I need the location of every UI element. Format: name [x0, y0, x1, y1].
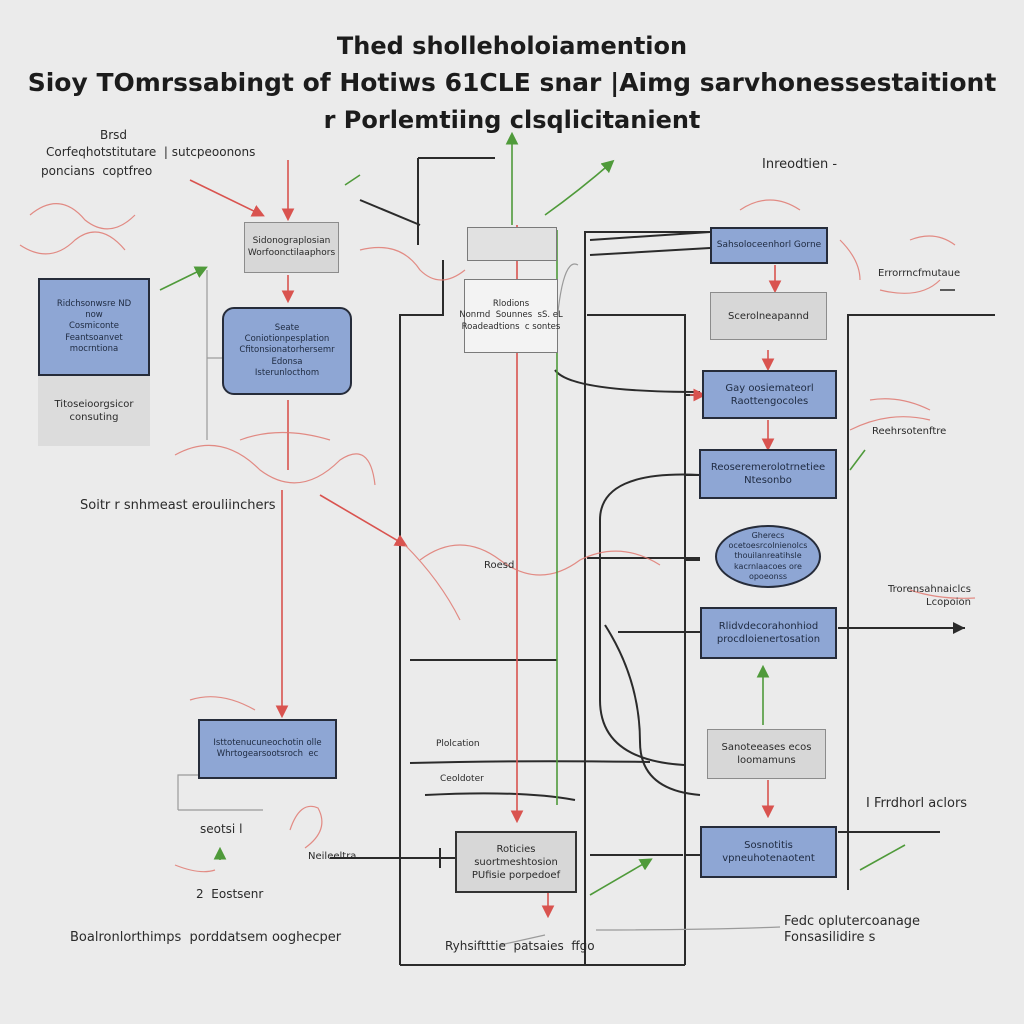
label-bottom-right: Fedc oplutercoanage Fonsasilidire s: [784, 914, 921, 946]
right-blue-top-box: Sahsoloceenhorl Gorne: [710, 227, 828, 264]
diagram-title-line-1: Thed sholleholoiamention: [336, 32, 688, 60]
left-blue-box: Ridchsonwsre ND now Cosmiconte Feantsoan…: [38, 278, 150, 376]
label-right-2: Reehrsotenftre: [872, 426, 947, 437]
label-top-right: Inreodtien -: [762, 157, 838, 172]
right-blue-box-2: Reoseremerolotrnetiee Ntesonbo: [699, 449, 837, 499]
label-mid-left: Soitr r snhmeast erouliinchers: [80, 498, 276, 513]
bottom-center-grey-box: Roticies suortmeshtosion PUfisie porpedo…: [455, 831, 577, 893]
center-blue-box: Seate Coniotionpesplation Cfitonsionator…: [222, 307, 352, 395]
right-grey-box-1: Scerolneapannd: [710, 292, 827, 340]
dark-wires: [330, 157, 995, 966]
center-top-panel: [467, 227, 557, 261]
label-bottom-left-3: 2 Eostsenr: [196, 887, 264, 901]
label-mid-small-2: Ceoldoter: [440, 774, 484, 784]
label-bottom-mid: Ryhsiftttie patsaies ffgo: [445, 939, 595, 953]
label-bottom-left-4: Boalronlorthimps porddatsem ooghecper: [70, 930, 342, 945]
label-top-left-2: Corfeqhotstitutare | sutcpeoonons: [46, 145, 256, 159]
label-right-4: I Frrdhorl aclors: [866, 796, 968, 811]
left-blue-box-caption: Titoseioorgsicor consuting: [38, 376, 150, 446]
label-right-3: Trorensahnaiclcs Lcopoion: [888, 584, 971, 608]
label-bottom-left-2: Neileeltra: [308, 851, 357, 862]
left-blue-bottom-box: Isttotenucuneochotin olle Whrtogearsoots…: [198, 719, 337, 779]
label-bottom-left-1: seotsi l: [200, 822, 243, 836]
right-blue-box-4: Sosnotitis vpneuhotenaotent: [700, 826, 837, 878]
right-blue-box-1: Gay oosiemateorl Raottengocoles: [702, 370, 837, 419]
label-center-tag: Roesd: [484, 560, 515, 571]
label-top-left-3: poncians coptfreo: [41, 164, 153, 178]
center-white-box: Rlodions Nonrnd Sounnes sS. eL Roadeadti…: [459, 279, 563, 353]
top-left-grey-box: Sidonograplosian Worfoonctilaaphors: [244, 222, 339, 273]
right-ellipse: Gherecs ocetoesrcolnienolcs thouilanreat…: [715, 525, 821, 588]
label-right-1: Errorrncfmutaue: [878, 268, 961, 279]
label-mid-small-1: Plolcation: [436, 739, 480, 749]
right-blue-box-3: Rlidvdecorahonhiod procdloienertosation: [700, 607, 837, 659]
diagram-title-line-3: r Porlemtiing clsqlicitanient: [323, 106, 701, 134]
right-grey-box-2: Sanoteeases ecos loomamuns: [707, 729, 826, 779]
label-top-left-1: Brsd: [100, 128, 128, 142]
diagram-title-line-2: Sioy TOmrssabingt of Hotiws 61CLE snar |…: [27, 68, 997, 97]
